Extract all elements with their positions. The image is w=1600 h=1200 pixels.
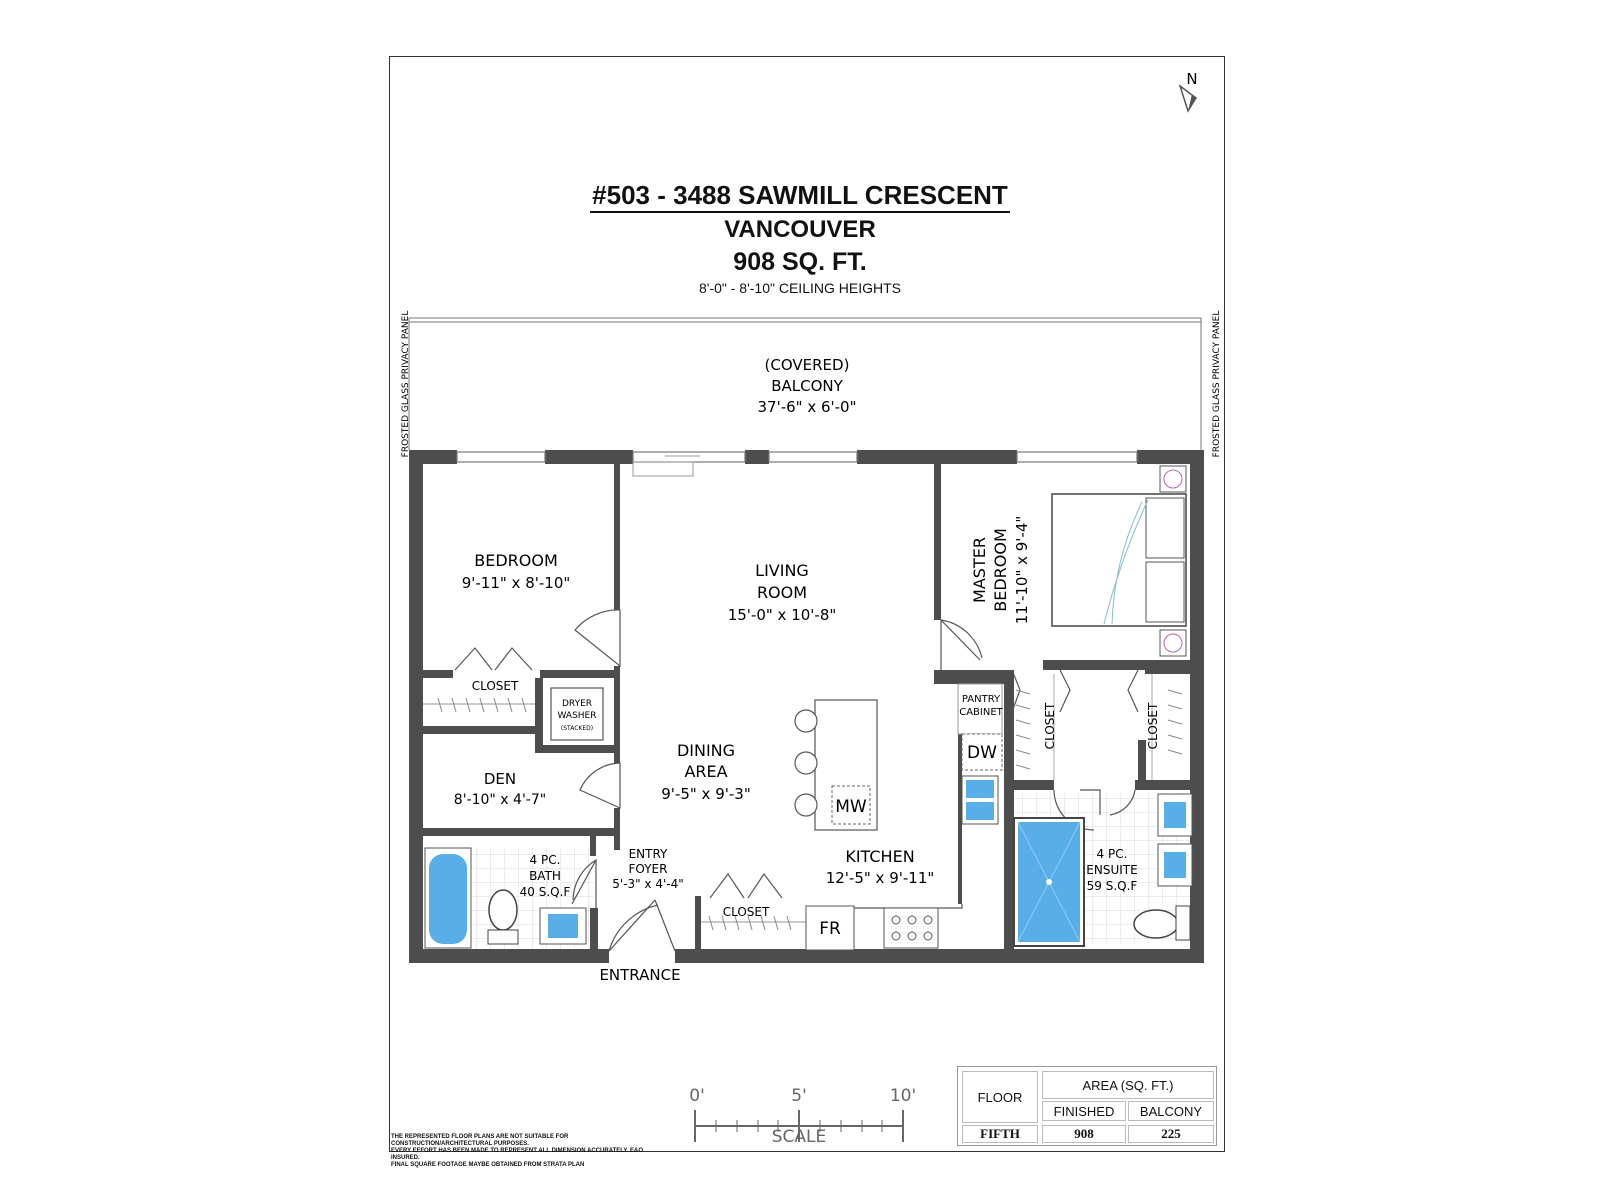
kitchen-name: KITCHEN [845,847,914,866]
dining-label-1: DINING [677,741,735,760]
master-dims: 11'-10" x 9'-4" [1013,516,1031,625]
entrance-label: ENTRANCE [599,966,680,984]
bath-label-3: 40 S.Q.F [520,885,571,899]
microwave-box [831,785,871,825]
fridge-box [805,905,855,951]
den-dims: 8'-10" x 4'-7" [454,792,546,808]
property-address: #503 - 3488 SAWMILL CRESCENT [0,180,1600,213]
closet-master-left-label: CLOSET [1043,702,1057,749]
laundry-label-3: (STACKED) [561,725,593,732]
closet-bedroom-label: CLOSET [472,679,519,693]
ceiling-heights: 8'-0" - 8'-10" CEILING HEIGHTS [698,280,901,296]
ensuite-label-2: ENSUITE [1086,863,1137,877]
property-city: VANCOUVER [724,216,876,243]
laundry-label-2: WASHER [558,711,597,721]
disclaimer: THE REPRESENTED FLOOR PLANS ARE NOT SUIT… [391,1134,644,1168]
master-label-2: BEDROOM [991,528,1010,612]
ensuite-label-1: 4 PC. [1097,847,1128,861]
hanger-rods [437,689,1183,931]
bedroom-dims: 9'-11" x 8'-10" [462,574,571,592]
pantry-label-1: PANTRY [962,694,1001,705]
balcony-dims: 37'-6" x 6'-0" [757,398,856,416]
fridge-label: FR [819,919,841,939]
closet-entry-label: CLOSET [723,905,770,919]
balcony-header: BALCONY [1128,1101,1214,1121]
bath-label-1: 4 PC. [530,853,561,867]
dining-dims: 9'-5" x 9'-3" [661,785,750,803]
scale-bar [694,1110,904,1142]
area-table: FLOOR AREA (SQ. FT.) FINISHED BALCONY FI… [957,1066,1217,1146]
dishwasher-box [961,733,1003,771]
scale-label: SCALE [772,1127,827,1147]
floor-value: FIFTH [962,1125,1038,1143]
ensuite-toilet-icon [1133,905,1191,941]
kitchen-sink-icon [961,775,999,825]
plan-sheet [389,56,1225,1152]
foyer-label-1: ENTRY [629,847,668,861]
bedroom-name: BEDROOM [474,551,558,570]
kitchen-dims: 12'-5" x 9'-11" [826,869,935,887]
privacy-panel-right: FROSTED GLASS PRIVACY PANEL [1212,311,1222,458]
toilet-icon [487,889,519,945]
living-dims: 15'-0" x 10'-8" [728,606,837,624]
bath-label-2: BATH [529,869,561,883]
bed-icon [1051,493,1187,627]
foyer-dims: 5'-3" x 4'-4" [612,877,684,891]
ensuite-sink-icon [1157,793,1193,887]
scale-tick-5: 5' [791,1086,807,1106]
washer-dryer [550,687,604,741]
balcony-label-2: BALCONY [771,377,843,395]
bath-sink-icon [539,907,587,945]
shower-icon [1013,817,1085,947]
foyer-label-2: FOYER [629,862,668,876]
stove-icon [883,907,939,949]
closet-master-right-label: CLOSET [1146,702,1160,749]
balcony-railing [408,317,1202,323]
master-label-group: MASTER BEDROOM 11'-10" x 9'-4" [970,516,1031,625]
master-label-1: MASTER [970,537,989,603]
balcony-label-1: (COVERED) [765,356,850,374]
finished-value: 908 [1042,1125,1126,1143]
bar-stools [794,709,818,817]
dining-label-2: AREA [684,762,727,781]
walls [409,450,1204,963]
microwave-label: MW [835,797,867,817]
pantry-label-2: CABINET [959,707,1003,718]
scale-tick-10: 10' [890,1086,916,1106]
area-header: AREA (SQ. FT.) [1042,1071,1214,1099]
bathtub-icon [424,847,472,949]
den-name: DEN [484,770,516,788]
living-label-2: ROOM [757,583,807,602]
kitchen-island [814,699,878,831]
laundry-label-1: DRYER [562,699,592,709]
north-label: N [1186,70,1197,88]
living-label-1: LIVING [755,561,809,580]
total-area: 908 SQ. FT. [733,248,867,276]
dishwasher-label: DW [967,743,997,763]
nightstand-lamp-icon [1159,465,1187,657]
scale-tick-0: 0' [689,1086,705,1106]
ensuite-label-3: 59 S.Q.F [1087,879,1138,893]
north-arrow-icon [1178,83,1197,113]
balcony-value: 225 [1128,1125,1214,1143]
floor-header: FLOOR [962,1071,1038,1123]
finished-header: FINISHED [1042,1101,1126,1121]
privacy-panel-left: FROSTED GLASS PRIVACY PANEL [401,311,411,458]
